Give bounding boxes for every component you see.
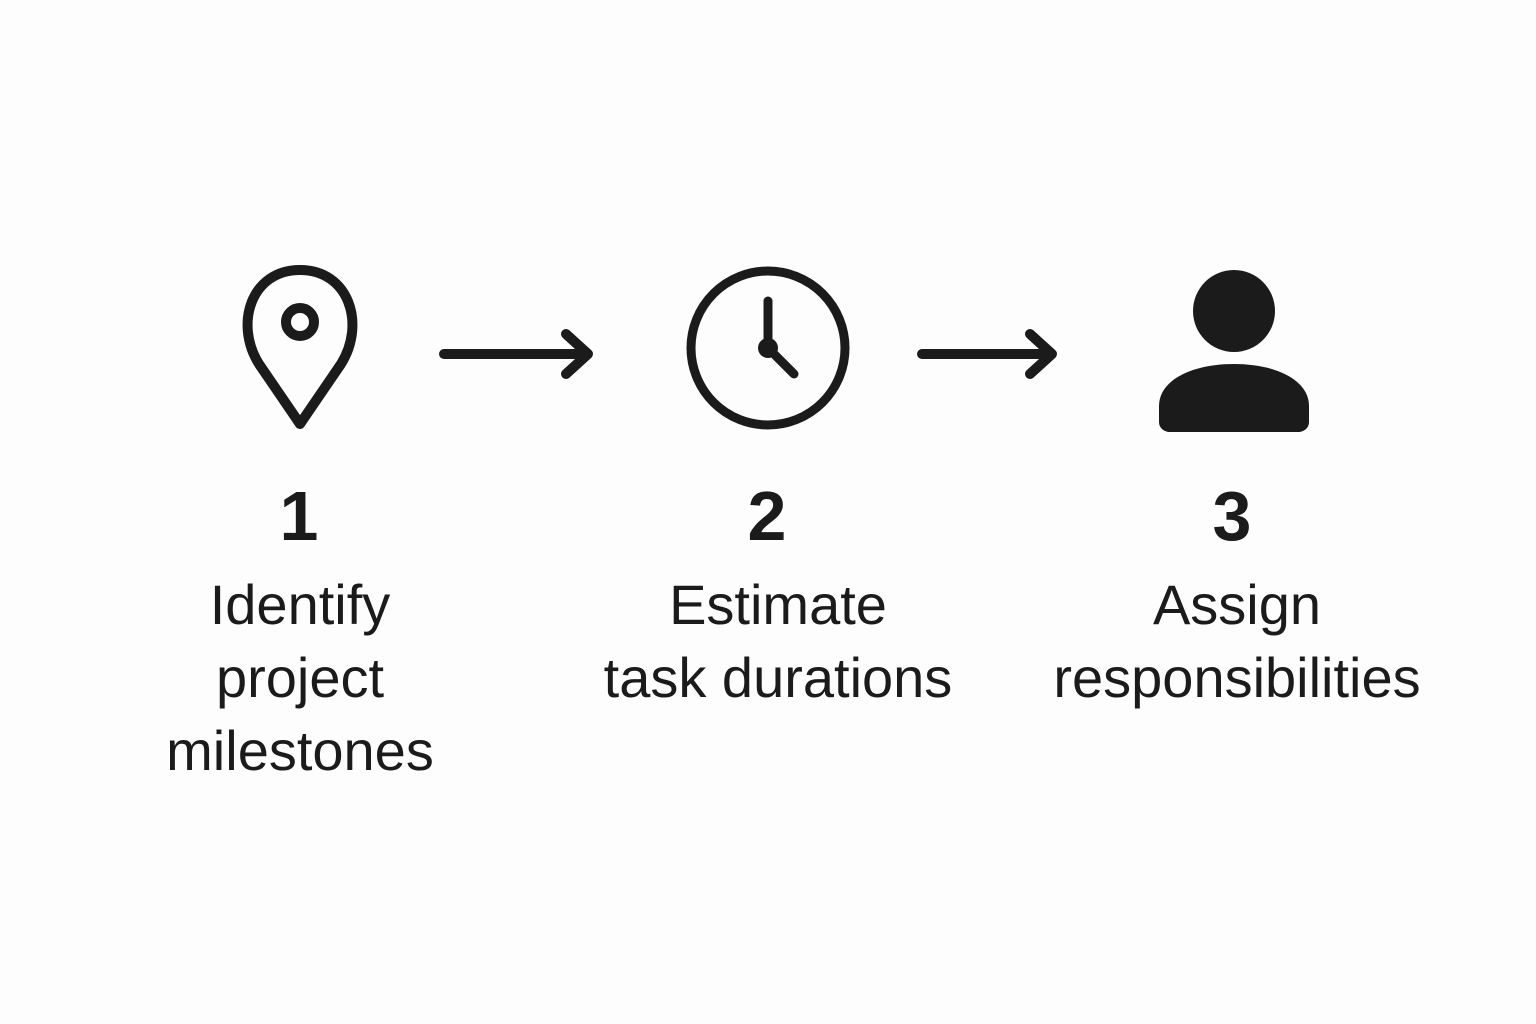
person-icon: [1159, 270, 1309, 432]
step-2-number: 2: [747, 477, 787, 555]
arrow-right-icon: [917, 329, 1057, 379]
step-1-number: 1: [279, 477, 319, 555]
clock-icon: [686, 266, 850, 430]
step-2-label: Estimate task durations: [603, 573, 953, 709]
step-1-label: Identify project milestones: [166, 573, 434, 782]
location-pin-icon: [242, 265, 358, 429]
arrow-right-icon: [439, 329, 593, 379]
step-3-label: Assign responsibilities: [1053, 573, 1421, 709]
step-3-number: 3: [1212, 477, 1252, 555]
